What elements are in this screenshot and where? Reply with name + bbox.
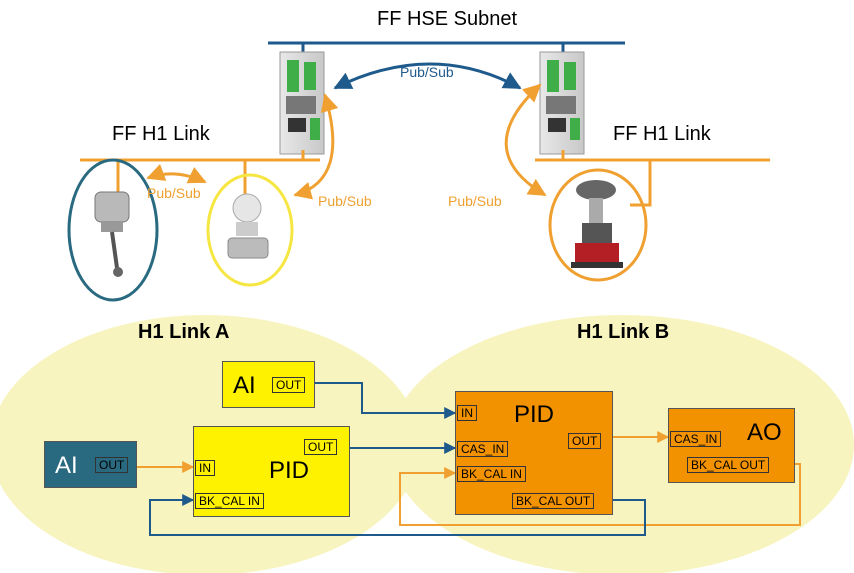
ai-yellow-name: AI — [233, 372, 256, 399]
ai-yellow-out-port: OUT — [272, 377, 306, 393]
pubsub-devices-label: Pub/Sub — [147, 185, 201, 201]
link-a-title: H1 Link A — [138, 321, 230, 343]
ai-block-teal: AI OUT — [44, 441, 137, 488]
pid-b-in-port: IN — [457, 405, 477, 421]
pid-b-block: IN PID OUT CAS_IN BK_CAL IN BK_CAL OUT — [455, 391, 613, 515]
valve-ellipse — [548, 168, 648, 282]
pid-a-name: PID — [269, 457, 310, 484]
ao-cas-in-port: CAS_IN — [670, 431, 722, 447]
sensor-ellipse — [67, 158, 159, 302]
pubsub-left-gw-label: Pub/Sub — [318, 193, 372, 209]
pubsub-devices-arrow — [146, 163, 207, 184]
sensor-device — [94, 191, 130, 277]
drop-valve — [630, 160, 652, 207]
pid-b-name: PID — [514, 401, 555, 428]
pid-b-bkcal-in-port: BK_CAL IN — [457, 466, 526, 482]
h1-link-right-title: FF H1 Link — [613, 123, 711, 145]
wire-pid-b-bkcal-to-pid-a-bkcal — [149, 494, 646, 536]
pid-a-out-port: OUT — [304, 439, 338, 455]
gateway-device-right — [539, 51, 585, 155]
pid-a-block: OUT IN PID BK_CAL IN — [193, 426, 350, 517]
ai-teal-out-port: OUT — [95, 457, 129, 473]
pubsub-right-gw-label: Pub/Sub — [448, 193, 502, 209]
ao-name: AO — [747, 419, 782, 446]
pid-b-cas-in-port: CAS_IN — [457, 441, 509, 457]
ao-bkcal-out-port: BK_CAL OUT — [687, 457, 770, 473]
ai-teal-name: AI — [55, 452, 78, 479]
pid-b-out-port: OUT — [568, 433, 602, 449]
gateway-device-left — [279, 51, 325, 155]
ai-block-yellow: AI OUT — [222, 361, 315, 408]
pid-a-in-port: IN — [195, 460, 215, 476]
pid-b-bkcal-out-port: BK_CAL OUT — [512, 493, 595, 509]
pubsub-hse-arrow — [333, 62, 522, 90]
wire-ao-bkcal-to-pid-b-bkcal — [399, 463, 801, 526]
transmitter-device — [227, 193, 269, 259]
h1-link-left-title: FF H1 Link — [112, 123, 210, 145]
pid-a-bkcal-in-port: BK_CAL IN — [195, 493, 264, 509]
pubsub-right-gw-arrow — [504, 83, 547, 197]
link-b-title: H1 Link B — [577, 321, 670, 343]
transmitter-ellipse — [206, 173, 294, 287]
wire-ai-yellow-to-pid-b-in — [315, 382, 457, 419]
pubsub-hse-label: Pub/Sub — [400, 64, 454, 80]
valve-device — [571, 180, 623, 268]
pubsub-left-gw-arrow — [293, 93, 339, 200]
ao-block: AO CAS_IN BK_CAL OUT — [668, 408, 795, 483]
hse-subnet-title: FF HSE Subnet — [377, 8, 518, 30]
